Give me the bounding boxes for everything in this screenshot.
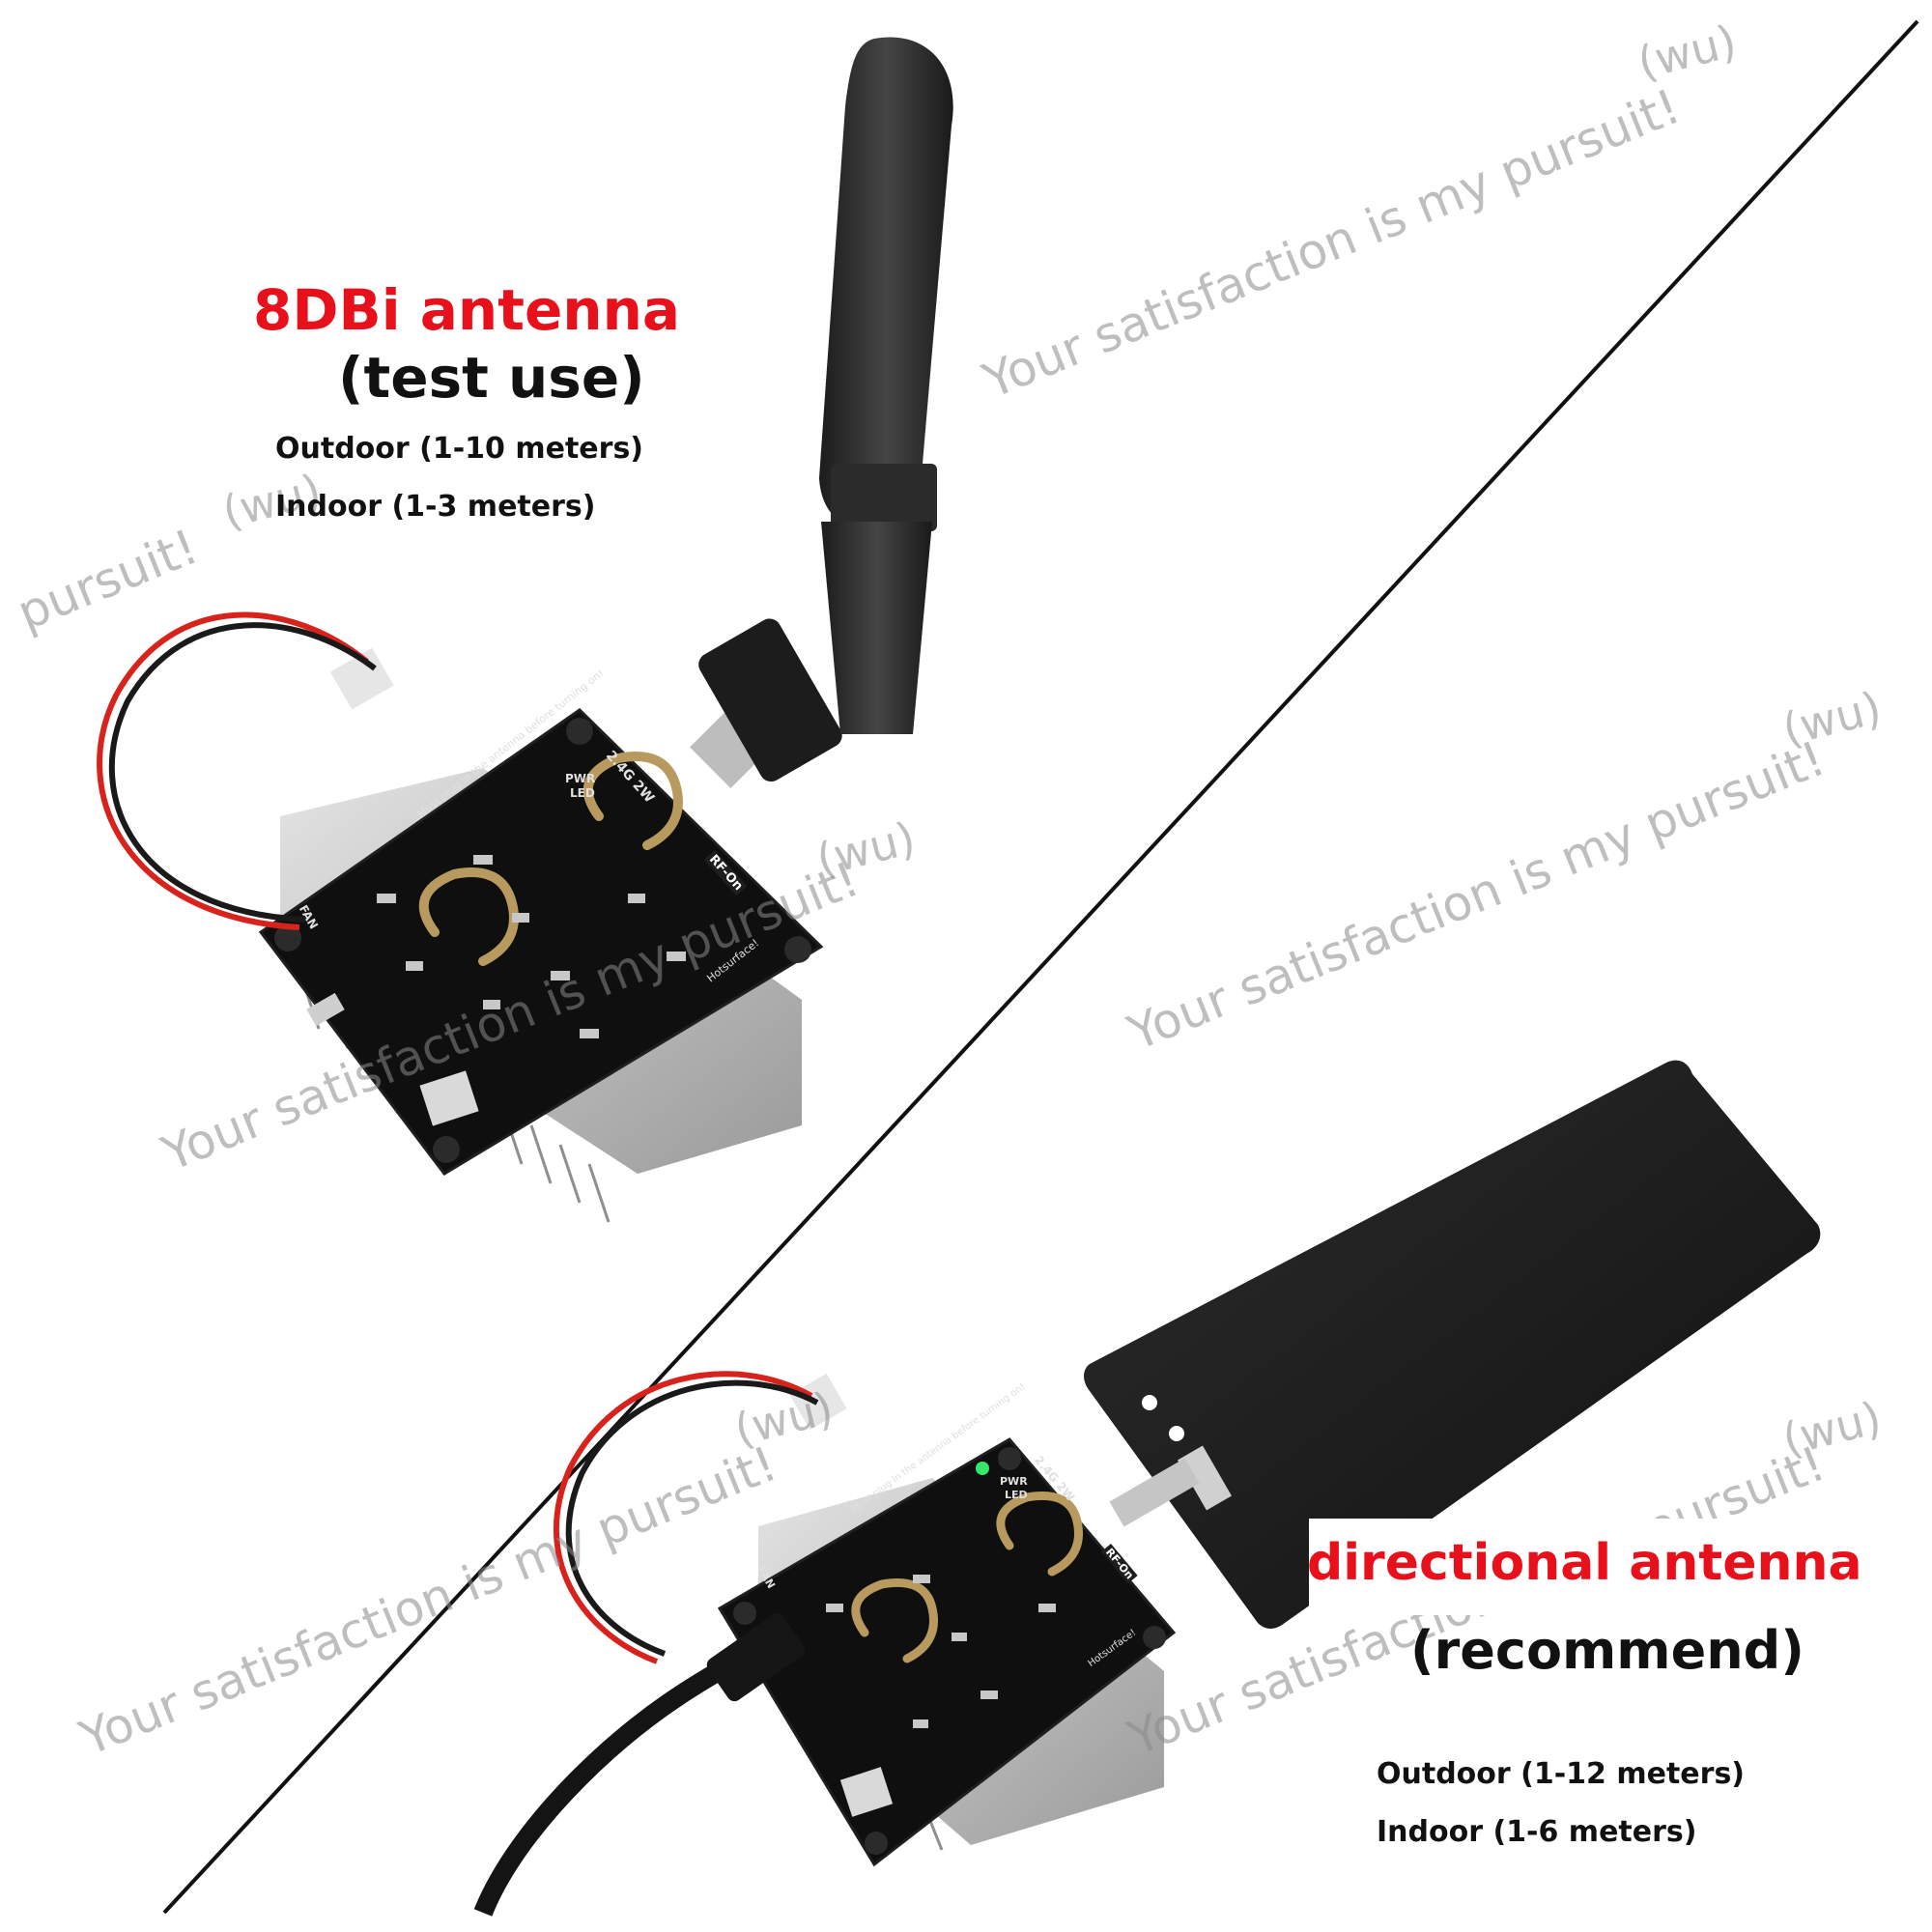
top-antenna-subtitle: (test use) — [338, 345, 645, 411]
divider-line — [162, 19, 1919, 1915]
bottom-board-assembly — [717, 1373, 1177, 1867]
directional-panel-antenna — [1084, 1060, 1821, 1629]
top-board-assembly — [258, 647, 824, 1223]
bottom-board-led: LED — [1005, 1489, 1028, 1501]
top-wire-black — [108, 622, 377, 923]
top-outdoor-range: Outdoor (1-10 meters) — [275, 432, 644, 466]
bottom-outdoor-range: Outdoor (1-12 meters) — [1377, 1757, 1746, 1791]
bottom-antenna-title: directional antenna — [1307, 1534, 1862, 1592]
top-indoor-range: Indoor (1-3 meters) — [275, 490, 596, 524]
usb-plug — [706, 1613, 806, 1702]
bottom-board-pwr: PWR — [1000, 1475, 1028, 1488]
top-board-pwr: PWR — [565, 772, 596, 785]
top-board-led: LED — [570, 786, 595, 800]
usb-cable — [473, 1634, 778, 1917]
top-pcb — [258, 708, 824, 1176]
top-antenna-title: 8DBi antenna — [253, 277, 680, 343]
bottom-indoor-range: Indoor (1-6 meters) — [1377, 1815, 1697, 1849]
bottom-antenna-subtitle: (recommend) — [1410, 1620, 1804, 1681]
sma-antenna-top — [690, 37, 953, 788]
bottom-pcb — [717, 1437, 1177, 1867]
caption-highlight-box — [1309, 1519, 1831, 1615]
bottom-wire-red — [553, 1371, 813, 1664]
top-wire-red — [97, 611, 369, 930]
bottom-wire-black — [565, 1379, 819, 1657]
